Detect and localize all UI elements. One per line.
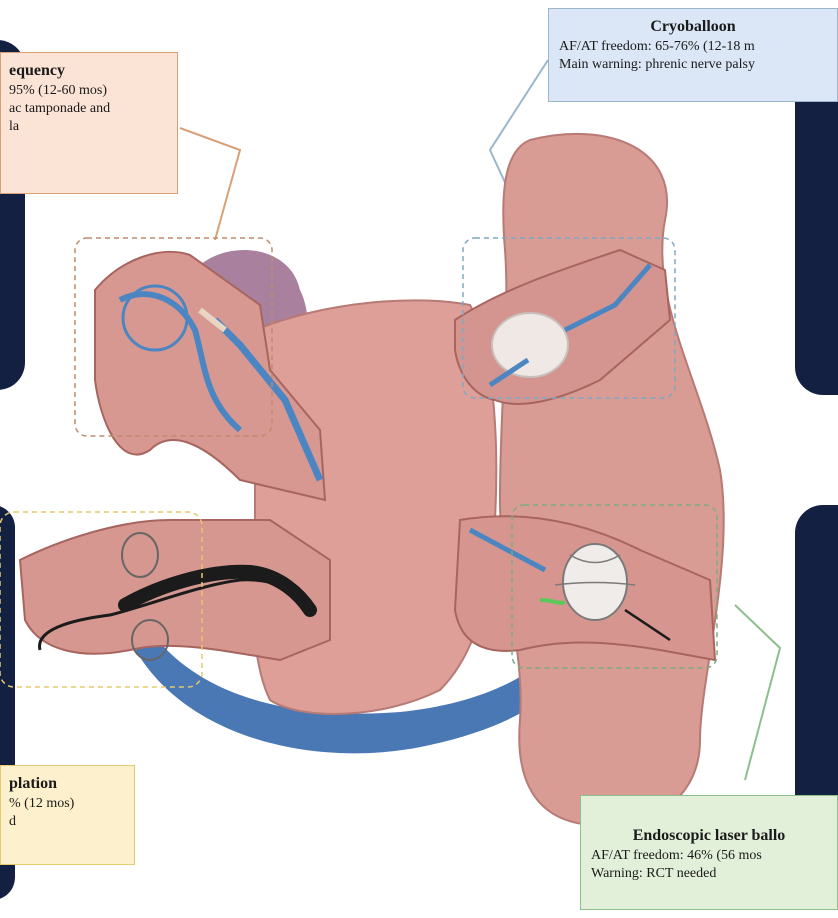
connector-laser [735,605,780,780]
callout-pulsed-field: plation % (12 mos) d [0,765,135,865]
callout-radiofrequency-line-3: la [9,118,167,136]
callout-pulsed-field-line-1: % (12 mos) [9,795,124,813]
callout-laser-balloon-line-2: Warning: RCT needed [591,865,827,883]
callout-laser-balloon-title: Endoscopic laser ballo [591,826,827,847]
callout-radiofrequency-line-1: 95% (12-60 mos) [9,82,167,100]
callout-pulsed-field-title: plation [9,774,124,795]
connector-radiofrequency [180,128,240,240]
callout-radiofrequency-line-2: ac tamponade and [9,100,167,118]
callout-radiofrequency-title: equency [9,61,167,82]
callout-laser-balloon: Endoscopic laser ballo AF/AT freedom: 46… [580,795,838,910]
callout-pulsed-field-line-2: d [9,813,124,831]
callout-cryoballoon: Cryoballoon AF/AT freedom: 65-76% (12-18… [548,8,838,102]
callout-laser-balloon-line-1: AF/AT freedom: 46% (56 mos [591,847,827,865]
callout-cryoballoon-title: Cryoballoon [559,17,827,38]
callout-cryoballoon-line-1: AF/AT freedom: 65-76% (12-18 m [559,38,827,56]
callout-radiofrequency: equency 95% (12-60 mos) ac tamponade and… [0,52,178,194]
callout-cryoballoon-line-2: Main warning: phrenic nerve palsy [559,56,827,74]
